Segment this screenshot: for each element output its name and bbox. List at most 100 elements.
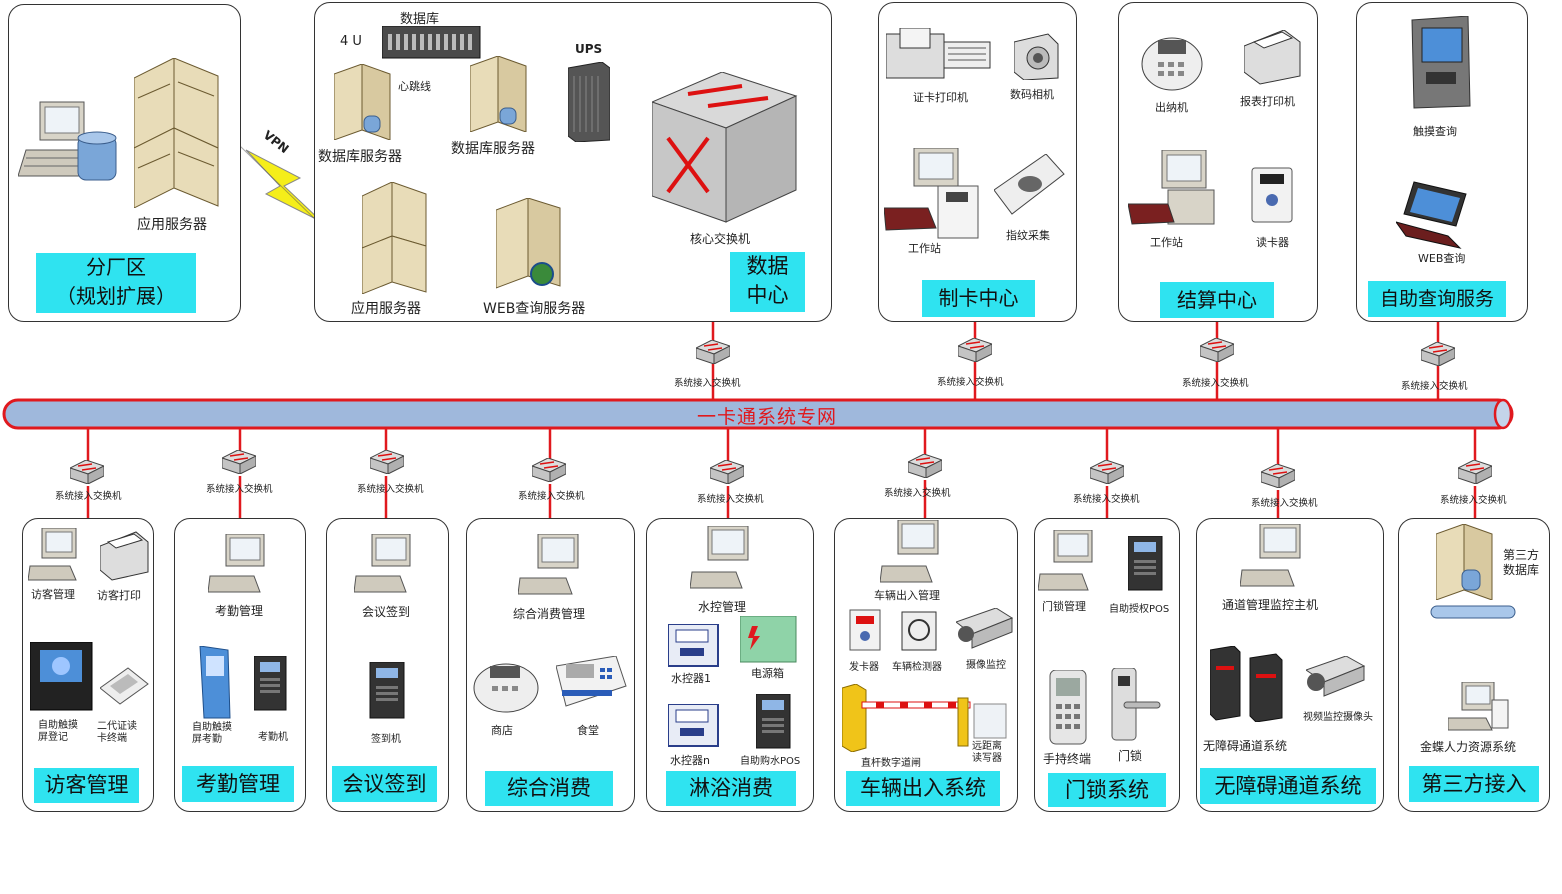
access-switch-label: 系统接入交换机 [674,378,741,389]
shop-pos-icon [473,663,539,713]
canteen-label: 食堂 [577,724,599,737]
card-reader-icon [1251,167,1293,223]
access-switch-icon [370,450,404,474]
visitor-mgmt-label: 访客管理 [31,588,75,601]
door-lock-icon [1111,668,1161,741]
id-reader-icon [100,667,149,705]
db-server-icon [334,64,391,140]
vehicle-detector-label: 车辆检测器 [892,662,942,673]
db-storage-label: 数据库 [400,12,440,27]
bus-label: 一卡通系统专网 [697,406,838,428]
video-camera-label: 视频监控摄像头 [1303,712,1373,723]
access-switch-label: 系统接入交换机 [1073,494,1140,505]
consume-pc-icon [518,534,579,595]
meeting-mgmt-label: 会议签到 [362,605,411,619]
third-party-db-server-icon [1436,524,1493,600]
access-switch-icon [908,454,942,478]
branch-caption: 分厂区 （规划扩展） [36,253,196,313]
web-server-icon [496,198,561,289]
datacenter-caption: 数据 中心 [730,252,805,312]
meeting-pc-icon [354,534,411,593]
attendance-machine-label: 考勤机 [258,732,288,743]
long-range-reader-label: 远距离 读写器 [972,741,1002,764]
access-switch-icon [1261,464,1295,488]
vehicle-pc-icon [880,520,939,583]
access-switch-label: 系统接入交换机 [1440,495,1507,506]
camera-label: 数码相机 [1010,88,1054,101]
cashier-icon [1141,37,1203,91]
consume-mgmt-label: 综合消费管理 [513,607,586,621]
dc-app-server-icon [362,182,427,294]
core-switch-icon [652,72,798,223]
access-switch-label: 系统接入交换机 [1401,381,1468,392]
barrier-gates-label: 无障碍通道系统 [1203,739,1288,753]
visitor-pc-icon [28,528,77,581]
self-service-caption: 自助查询服务 [1368,281,1506,317]
water-pos-label: 自助购水POS [740,756,801,767]
lock-pc-icon [1038,530,1093,591]
dc-app-server-label: 应用服务器 [351,301,421,317]
touch-query-label: 触摸查询 [1413,125,1457,138]
access-switch-label: 系统接入交换机 [937,377,1004,388]
barrier-host-label: 通道管理监控主机 [1222,598,1319,612]
surveillance-camera-icon [956,608,1014,649]
bath-caption: 淋浴消费 [666,771,796,806]
access-switch-label: 系统接入交换机 [1251,498,1318,509]
attendance-caption: 考勤管理 [182,766,294,802]
power-box-icon [740,616,797,663]
water-controller-1-icon [668,624,719,667]
access-switch-label: 系统接入交换机 [55,491,122,502]
branch-app-server-label: 应用服务器 [137,217,207,233]
auth-pos-label: 自助授权POS [1109,604,1170,615]
access-switch-icon [1458,460,1492,484]
water-pos-icon [756,694,791,749]
settle-center-caption: 结算中心 [1160,282,1274,318]
access-switch-icon [222,450,256,474]
third-party-caption: 第三方接入 [1409,766,1539,802]
handheld-terminal-label: 手持终端 [1043,752,1092,766]
card-issuer-label: 发卡器 [849,662,879,673]
attendance-kiosk-label: 自助触摸 屏考勤 [192,722,232,745]
long-range-reader-icon [973,703,1007,739]
card-reader-label: 读卡器 [1256,236,1289,249]
vehicle-caption: 车辆出入系统 [846,771,1000,806]
hr-system-pc-icon [1448,682,1509,731]
access-switch-label: 系统接入交换机 [518,491,585,502]
visitor-printer-icon [100,531,149,581]
ups-icon [568,62,610,142]
visitor-kiosk-label: 自助触摸 屏登记 [38,720,78,743]
heartbeat-label: 心跳线 [398,80,431,93]
hr-system-label: 金蝶人力资源系统 [1420,740,1517,754]
access-switch-label: 系统接入交换机 [1182,378,1249,389]
access-switch-icon [710,460,744,484]
access-switch-icon [696,340,730,364]
pc-workstation-icon [18,101,117,181]
access-switch-label: 系统接入交换机 [884,488,951,499]
lock-mgmt-label: 门锁管理 [1042,600,1086,613]
door-lock-label: 门锁 [1118,749,1143,763]
visitor-print-label: 访客打印 [97,589,141,602]
access-switch-icon [958,338,992,362]
handheld-terminal-icon [1049,670,1087,745]
card-workstation-icon [884,148,979,239]
water-controller-n-icon [668,704,719,747]
laptop-icon [1396,181,1467,249]
attendance-kiosk-icon [199,646,231,719]
db-server-icon-2 [470,56,527,132]
barrier-caption: 无障碍通道系统 [1200,768,1376,804]
db-server-1-label: 数据库服务器 [318,149,402,165]
visitor-caption: 访客管理 [34,768,139,803]
card-issuer-icon [849,609,881,651]
web-query-label: WEB查询 [1418,252,1466,265]
card-workstation-label: 工作站 [908,242,941,255]
vehicle-detector-icon [901,611,937,651]
card-center-caption: 制卡中心 [922,280,1035,317]
video-camera-icon [1306,656,1366,697]
surveillance-camera-label: 摄像监控 [966,660,1006,671]
vehicle-mgmt-label: 车辆出入管理 [874,589,940,602]
water-mgmt-label: 水控管理 [698,600,747,614]
4u-label: 4 U [340,34,362,49]
access-switch-icon [532,458,566,482]
meeting-caption: 会议签到 [332,766,437,802]
